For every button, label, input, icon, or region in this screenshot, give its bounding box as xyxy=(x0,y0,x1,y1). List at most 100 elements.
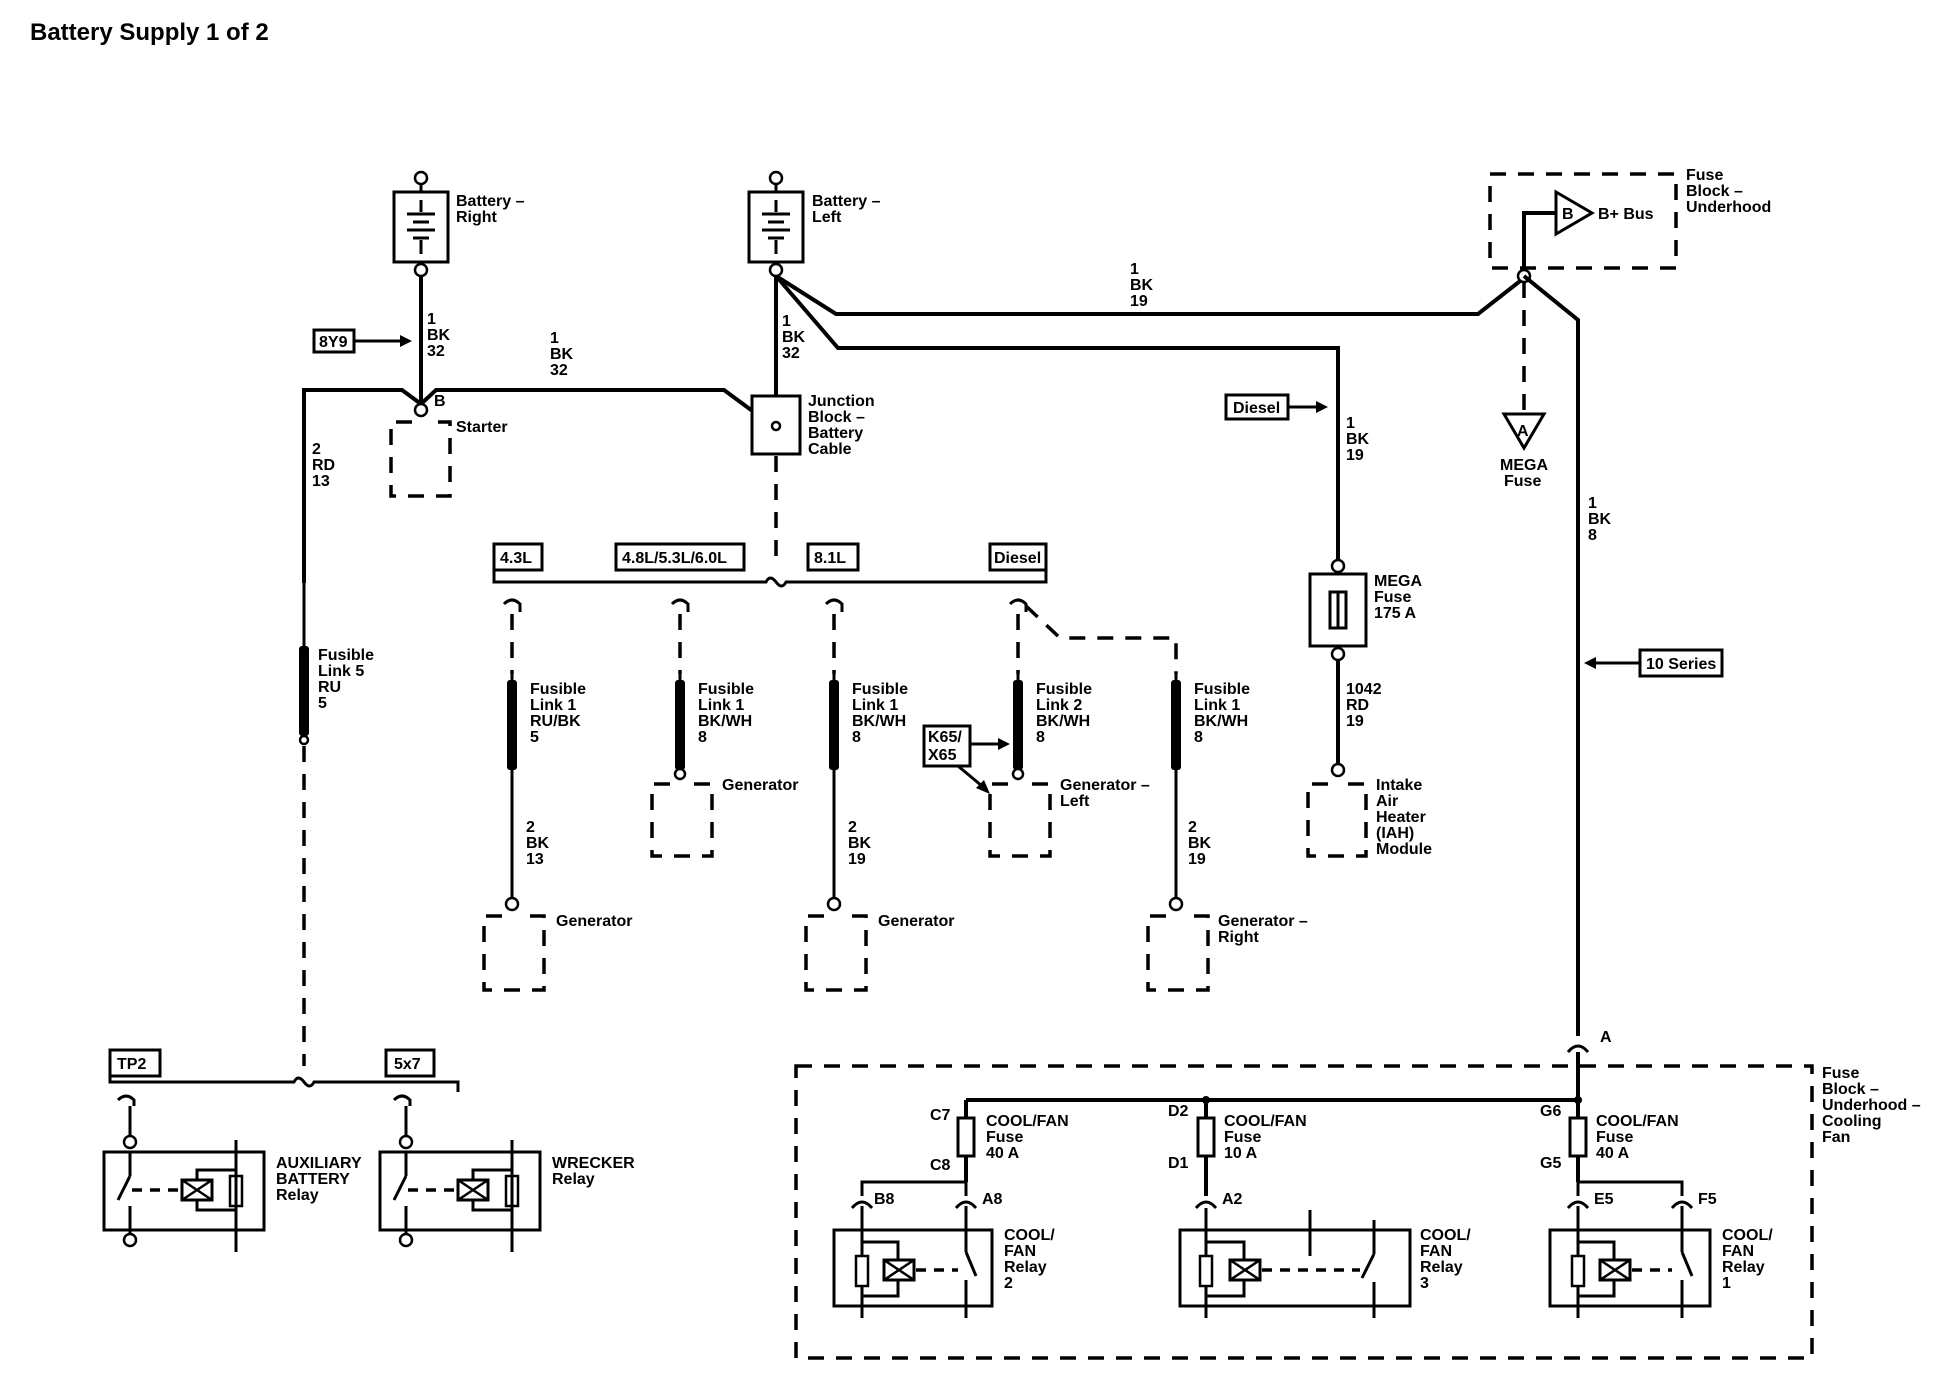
mega-connector-letter: A xyxy=(1517,423,1529,440)
option-8-1l-label: 8.1L xyxy=(814,550,846,567)
battery-right-label: Battery –Right xyxy=(456,193,525,226)
relay3-pin-a2: A2 xyxy=(1222,1191,1243,1208)
b-bus-letter: B xyxy=(1562,206,1574,223)
wire-battery-left-fuse-block xyxy=(774,274,1526,316)
fuse-d2-pin: D2 xyxy=(1168,1103,1189,1120)
starter-terminal xyxy=(413,402,429,418)
b-bus-label: B+ Bus xyxy=(1598,206,1654,223)
mega-connector-a xyxy=(1501,412,1547,451)
fuse-d1-pin: D1 xyxy=(1168,1155,1189,1172)
relay2-pin-a8: A8 xyxy=(982,1191,1003,1208)
wire-battery-left-mega xyxy=(774,274,1340,560)
cool-fan-fuse-40a-g6 xyxy=(1568,1116,1588,1158)
ref-10-series xyxy=(1638,648,1724,678)
fusible-link-8-1l xyxy=(829,680,839,770)
option-diesel xyxy=(988,542,1048,572)
generator-8-1l-label: Generator xyxy=(878,913,954,930)
generator-4-8l-label: Generator xyxy=(722,777,798,794)
fusible-link-5 xyxy=(299,646,309,736)
starter-label: Starter xyxy=(456,419,508,436)
generator-4-3l-label: Generator xyxy=(556,913,632,930)
ref-10-series-label: 10 Series xyxy=(1646,656,1716,673)
generator-left-label: Generator –Left xyxy=(1060,777,1150,810)
fusible-link-diesel-right xyxy=(1171,680,1181,770)
fuse-g6-pin: G6 xyxy=(1540,1103,1561,1120)
generator-right-label: Generator –Right xyxy=(1218,913,1308,946)
ref-k65-x65-label: K65/X65 xyxy=(928,729,962,764)
relay1-pin-f5: F5 xyxy=(1698,1191,1717,1208)
starter-box xyxy=(389,420,452,498)
starter-pin-label: B xyxy=(434,393,446,410)
fusible-link-4-3l xyxy=(507,680,517,770)
option-4-3l xyxy=(492,542,544,572)
generator-4-8l xyxy=(650,782,714,858)
fuse-c7-pin: C7 xyxy=(930,1107,951,1124)
fuse-c8-pin: C8 xyxy=(930,1157,951,1174)
ref-k65-x65 xyxy=(922,724,972,768)
relay1-pin-e5: E5 xyxy=(1594,1191,1614,1208)
battery-left xyxy=(747,170,805,278)
generator-left xyxy=(988,782,1052,858)
fusible-link-4-8l xyxy=(675,680,685,770)
iah-module xyxy=(1306,782,1368,858)
option-tp2-label: TP2 xyxy=(117,1056,146,1073)
fuse-block-cooling-fan xyxy=(794,1064,1814,1360)
fuse-g5-pin: G5 xyxy=(1540,1155,1561,1172)
cool-fan-fuse-40a-c7 xyxy=(956,1116,976,1158)
ref-diesel-label: Diesel xyxy=(1233,400,1280,417)
option-4-3l-label: 4.3L xyxy=(500,550,532,567)
relay2-pin-b8: B8 xyxy=(874,1191,895,1208)
generator-4-3l xyxy=(482,914,546,992)
option-4-8l xyxy=(614,542,746,572)
generator-right xyxy=(1146,914,1210,992)
option-8-1l xyxy=(806,542,860,572)
wire-fuse-block-down xyxy=(1522,274,1580,1036)
fuse-block-underhood xyxy=(1488,172,1678,270)
cooling-entry-pin: A xyxy=(1600,1029,1612,1046)
option-bus xyxy=(492,568,1048,588)
option-5x7 xyxy=(384,1048,436,1078)
battery-left-label: Battery –Left xyxy=(812,193,881,226)
generator-8-1l xyxy=(804,914,868,992)
fusible-link-diesel-left xyxy=(1013,680,1023,770)
option-5x7-label: 5x7 xyxy=(394,1056,421,1073)
cool-fan-fuse-10a-d2 xyxy=(1196,1116,1216,1158)
option-4-8l-label: 4.8L/5.3L/6.0L xyxy=(622,550,727,567)
battery-right xyxy=(392,170,450,278)
option-diesel-label: Diesel xyxy=(994,550,1041,567)
page-title: Battery Supply 1 of 2 xyxy=(30,19,269,46)
option-tp2 xyxy=(108,1048,162,1078)
